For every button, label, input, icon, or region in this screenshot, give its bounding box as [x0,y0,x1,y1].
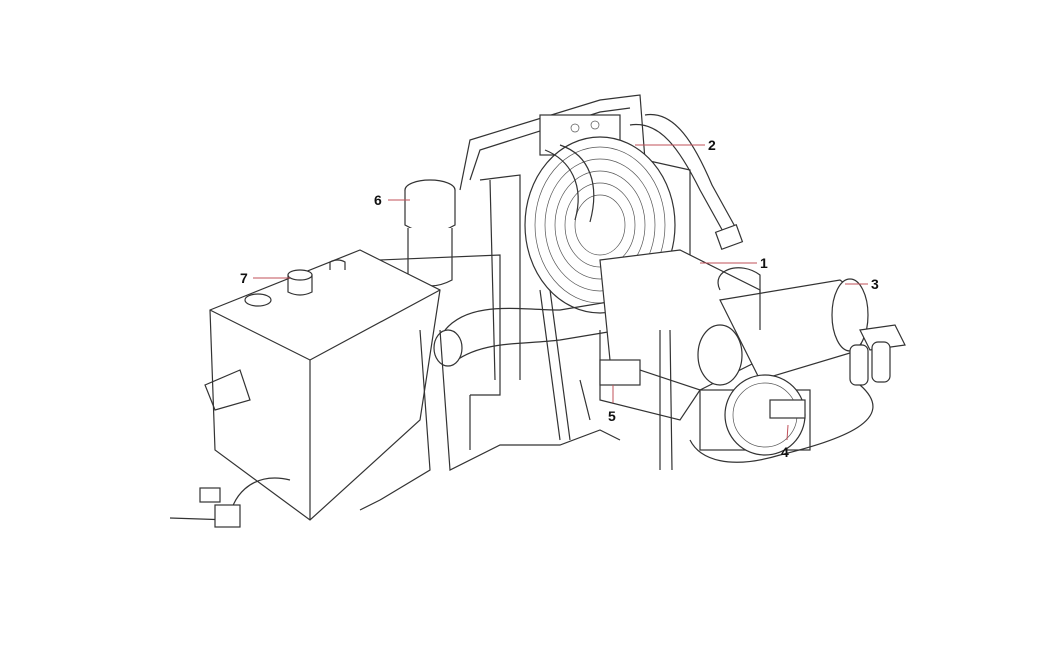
callout-1: 1 [760,255,768,271]
callout-2: 2 [708,137,716,153]
hydraulic-tank [204,249,441,521]
callout-3: 3 [871,276,879,292]
callout-6: 6 [374,192,382,208]
upper-hose [629,123,726,236]
flywheel-housing [699,374,811,456]
callout-5: 5 [608,408,616,424]
electrical-connector [169,477,291,528]
muffler [697,267,869,386]
callout-7: 7 [240,270,248,286]
air-cleaner [379,179,501,396]
frame-tubes [359,329,621,511]
callout-4: 4 [781,444,789,460]
leader-line-4 [786,424,789,441]
fuel-filter [689,324,906,463]
